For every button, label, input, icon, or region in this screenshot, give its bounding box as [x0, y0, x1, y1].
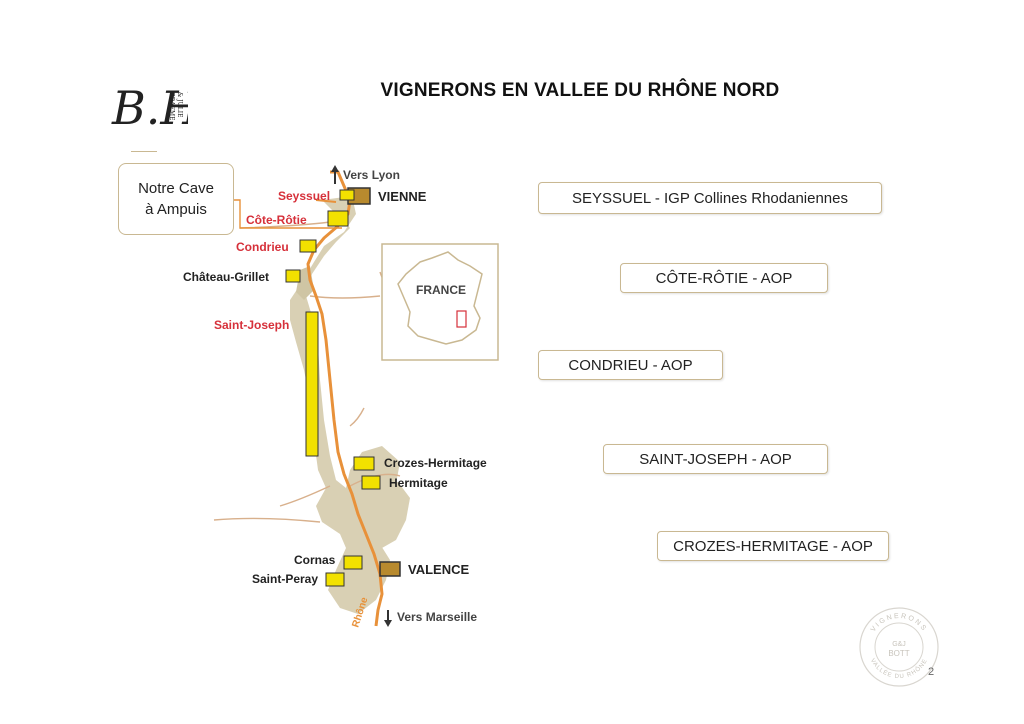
label-cote-rotie: CÔTE-RÔTIE - AOP	[620, 263, 828, 293]
france-label: FRANCE	[416, 283, 466, 297]
cote-rotie-marker	[327, 210, 349, 227]
label-saint-joseph: SAINT-JOSEPH - AOP	[603, 444, 828, 474]
vers-lyon-label: Vers Lyon	[343, 168, 400, 182]
valence-label: VALENCE	[408, 562, 469, 577]
svg-text:VALLÉE DU RHÔNE: VALLÉE DU RHÔNE	[869, 658, 929, 680]
chateau-grillet-marker	[285, 269, 301, 283]
saint-peray-marker	[325, 572, 345, 587]
stamp-bottom-text: VALLÉE DU RHÔNE	[869, 658, 928, 680]
vignerons-stamp: VIGNERONS VALLÉE DU RHÔNE G&J BOTT	[859, 607, 939, 687]
condrieu-label: Condrieu	[236, 240, 289, 254]
callout-line-2: à Ampuis	[145, 201, 207, 218]
north-arrow-icon	[331, 165, 339, 184]
brand-logo: B.H GRAEME & JULIE	[108, 62, 201, 152]
logo-monogram: B.H	[111, 81, 188, 135]
label-crozes-hermitage: CROZES-HERMITAGE - AOP	[657, 531, 889, 561]
vienne-label: VIENNE	[378, 189, 427, 204]
logo-underline	[131, 151, 157, 152]
chateau-grillet-label: Château-Grillet	[183, 270, 269, 284]
logo-side-text-1: GRAEME	[168, 92, 175, 121]
label-seyssuel: SEYSSUEL - IGP Collines Rhodaniennes	[538, 182, 882, 214]
valence-marker	[379, 561, 401, 577]
cornas-label: Cornas	[294, 553, 336, 567]
cave-callout: Notre Cave à Ampuis	[118, 163, 234, 235]
label-condrieu: CONDRIEU - AOP	[538, 350, 723, 380]
seyssuel-label: Seyssuel	[278, 189, 330, 203]
france-outline	[397, 251, 483, 345]
condrieu-marker	[299, 239, 317, 253]
region-highlight	[456, 310, 467, 328]
saint-joseph-marker	[305, 311, 319, 457]
callout-line-1: Notre Cave	[138, 180, 214, 197]
stamp-center-1: G&J	[892, 641, 906, 648]
france-inset: FRANCE	[381, 243, 499, 361]
page-title: VIGNERONS EN VALLEE DU RHÔNE NORD	[380, 80, 780, 101]
saint-peray-label: Saint-Peray	[252, 572, 318, 586]
south-arrow-icon	[384, 610, 392, 627]
cornas-marker	[343, 555, 363, 570]
logo-side-text-2: & JULIE	[176, 92, 183, 117]
crozes-hermitage-marker	[353, 456, 375, 471]
saint-joseph-label: Saint-Joseph	[214, 318, 289, 332]
callout-leader	[234, 199, 342, 229]
vers-marseille-label: Vers Marseille	[397, 610, 477, 624]
stamp-center-2: BOTT	[888, 649, 909, 658]
page-number: 2	[928, 666, 935, 678]
cote-rotie-label: Côte-Rôtie	[246, 213, 307, 227]
hermitage-label: Hermitage	[389, 476, 448, 490]
crozes-hermitage-label: Crozes-Hermitage	[384, 456, 487, 470]
hermitage-marker	[361, 475, 381, 490]
